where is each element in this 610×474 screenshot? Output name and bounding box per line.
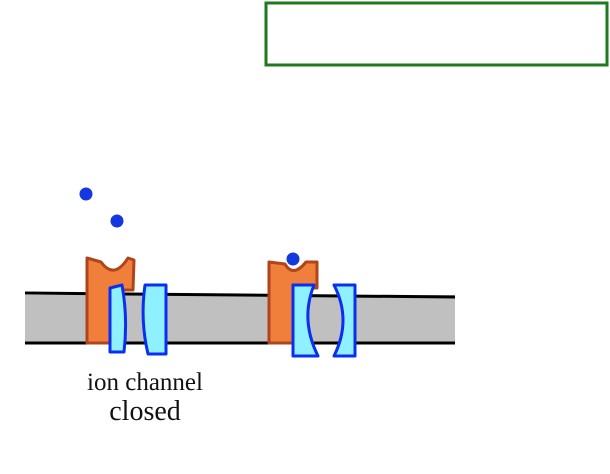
caption-line-1: ion channel (87, 369, 203, 396)
channel-subunit-left-a (108, 283, 128, 354)
ion-channel-open (291, 283, 357, 358)
ligand-molecule-icon (110, 214, 124, 228)
channel-subunit-right-a (291, 283, 320, 358)
ion-channel-closed (108, 283, 168, 356)
ligand-molecule-icon (79, 187, 93, 201)
channel-subunit-left-b (141, 283, 168, 356)
caption-line-2: closed (109, 396, 181, 427)
ligand-molecule-icon (286, 252, 300, 266)
answer-box[interactable] (264, 1, 609, 67)
channel-subunit-right-b (332, 283, 357, 358)
